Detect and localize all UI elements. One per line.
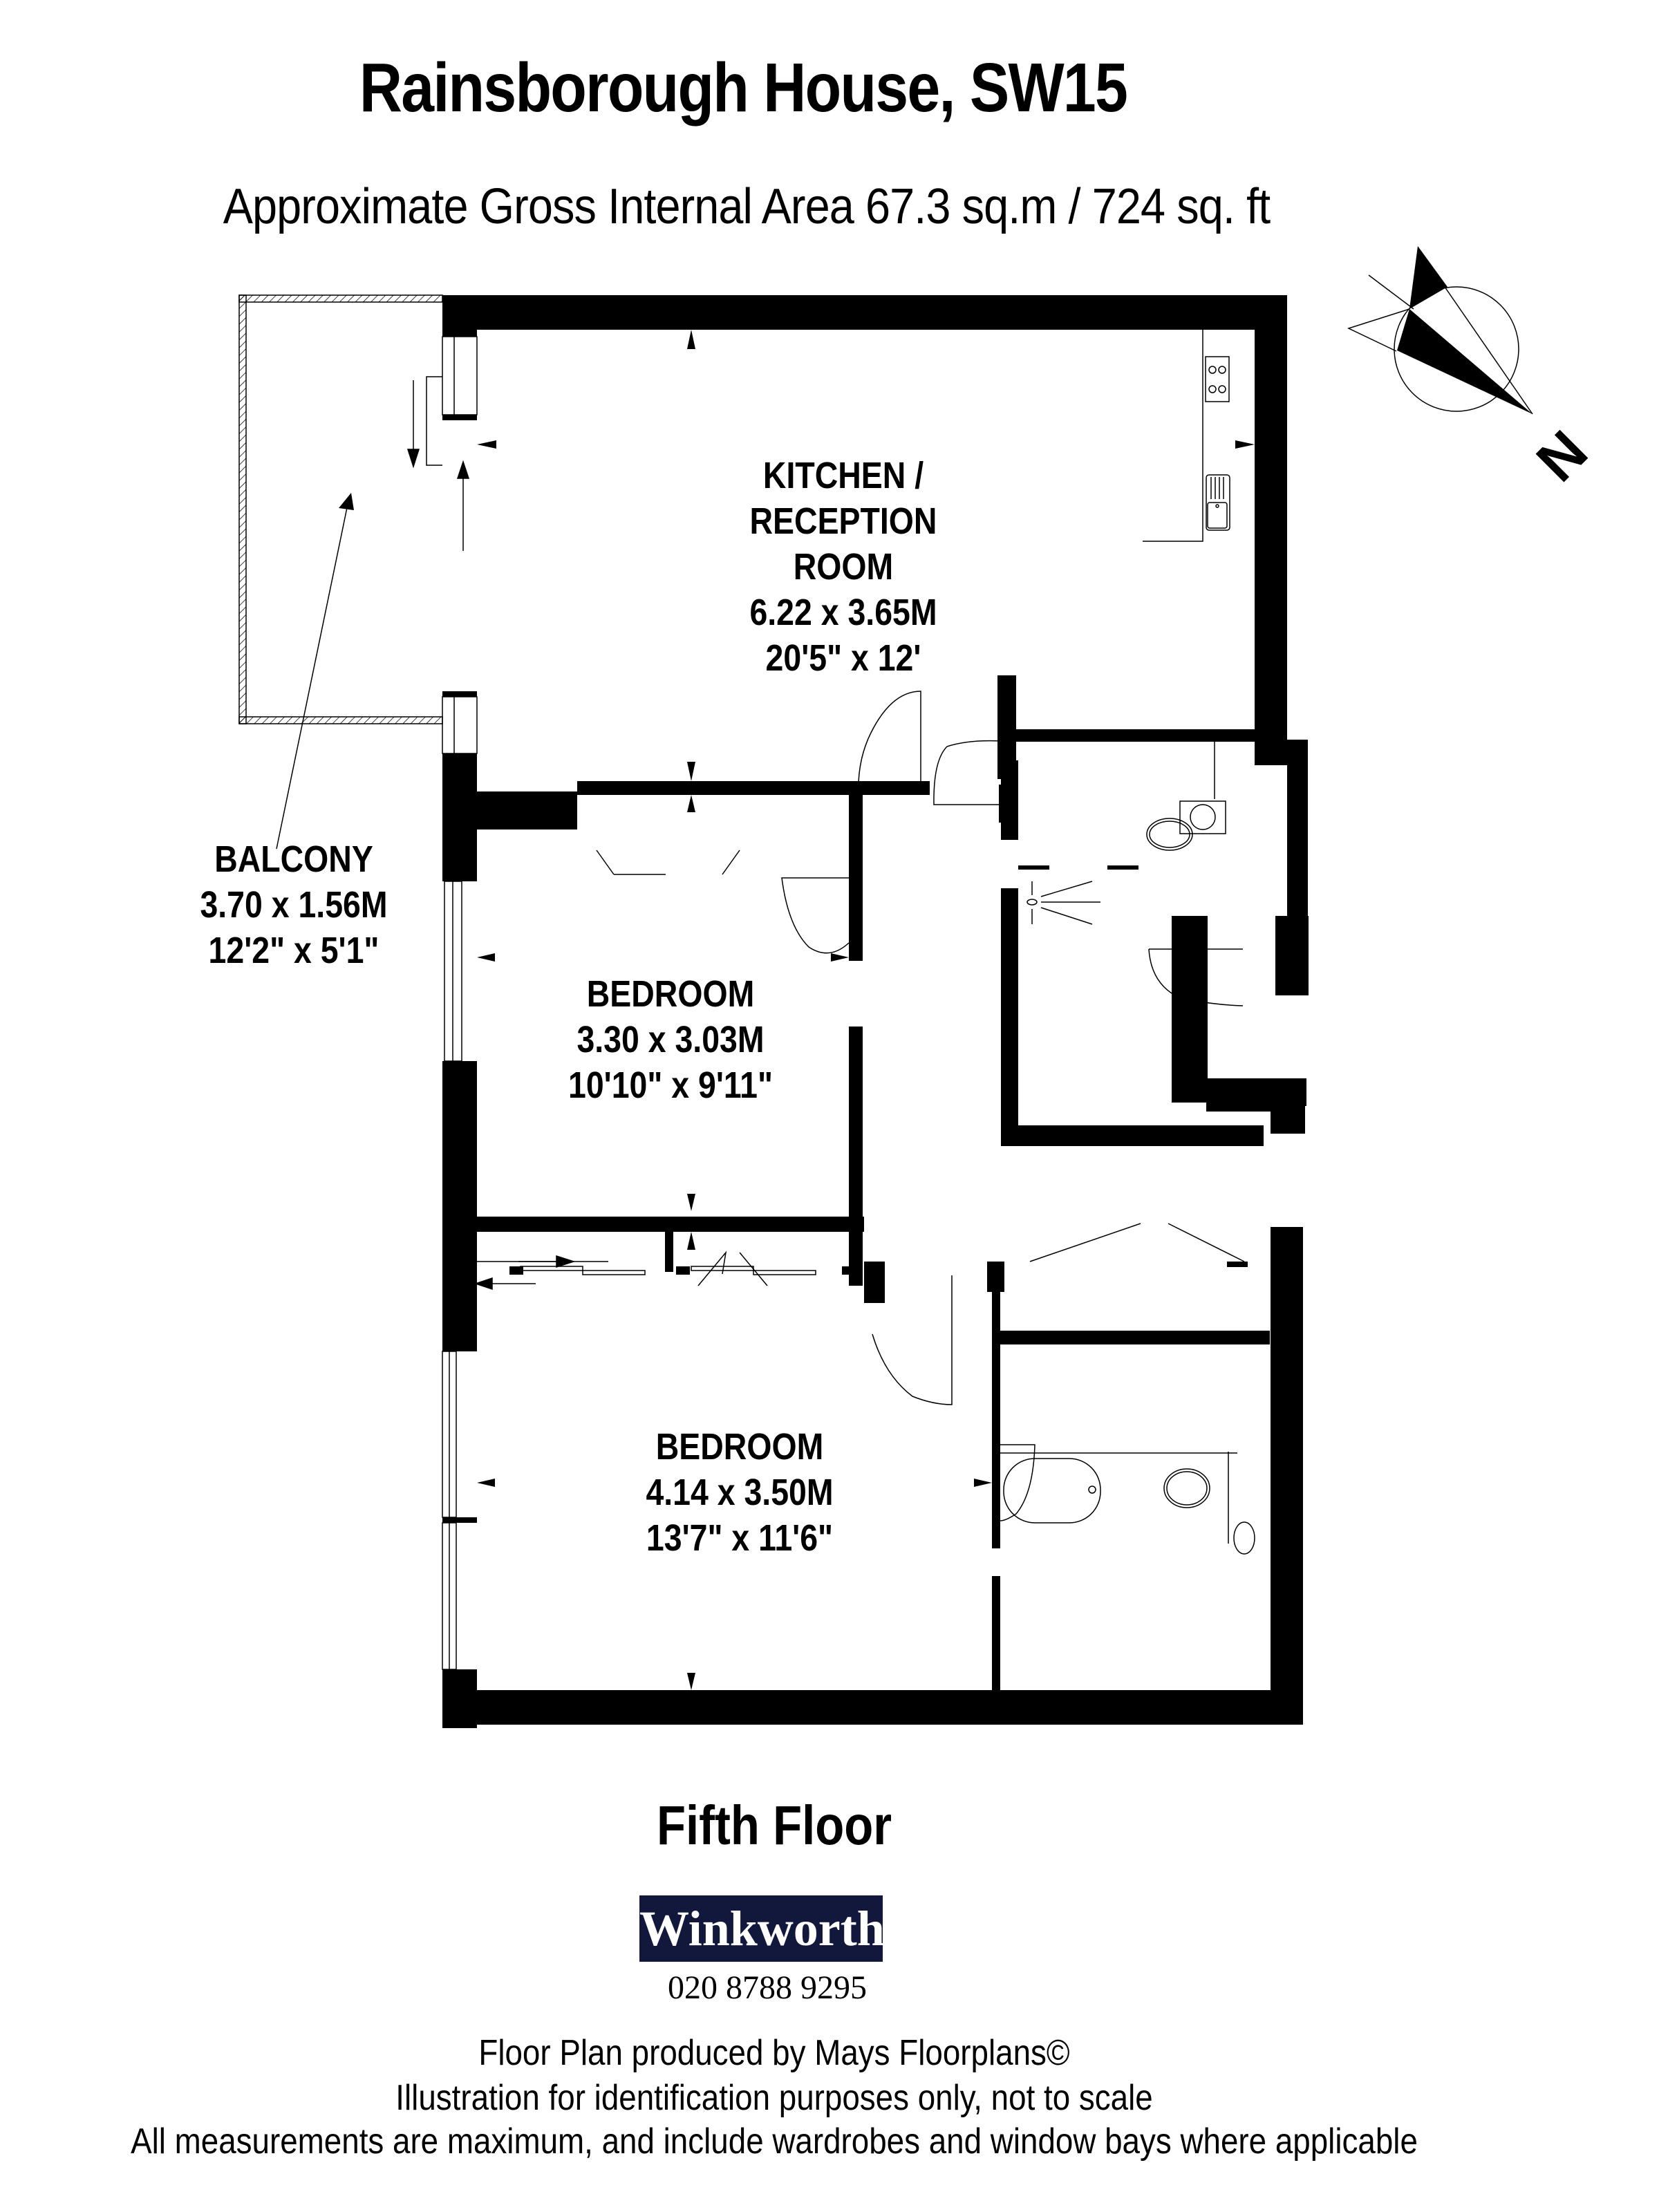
dimension-markers — [477, 330, 1255, 1690]
toilet-icon — [1146, 741, 1215, 851]
kitchen-worktop — [1143, 330, 1203, 542]
gross-internal-area: Approximate Gross Internal Area 67.3 sq.… — [223, 179, 1271, 234]
windows — [442, 336, 478, 1670]
balcony-pointer-arrow-icon — [276, 493, 354, 850]
doors[interactable] — [781, 691, 1244, 1521]
room-label-balcony: BALCONY 3.70 x 1.56M 12'2" x 5'1" — [200, 838, 388, 971]
bathroom-door — [1000, 1444, 1035, 1521]
sliding-wardrobe-arrows — [442, 1255, 608, 1291]
room-label-kitchen-reception: KITCHEN / RECEPTION ROOM 6.22 x 3.65M 20… — [749, 455, 937, 679]
wardrobe-doors[interactable] — [520, 850, 1245, 1286]
entrance-door — [1148, 948, 1244, 1006]
balcony-sliding-door[interactable] — [406, 376, 470, 551]
bathroom-toilet-icon — [1163, 1452, 1229, 1544]
basin-icon — [1179, 800, 1226, 834]
interior-walls — [477, 675, 1270, 1700]
room-label-bedroom-1: BEDROOM 3.30 x 3.03M 10'10" x 9'11" — [568, 973, 773, 1106]
agent-logo: Winkworth — [639, 1895, 885, 1962]
shower-icon — [1027, 881, 1100, 925]
north-label: N — [1524, 418, 1600, 494]
shower-room-door — [933, 740, 1002, 805]
room-label-bedroom-2: BEDROOM 4.14 x 3.50M 13'7" x 11'6" — [646, 1426, 834, 1559]
kitchen-door — [858, 691, 921, 796]
kitchen-sink-icon — [1206, 474, 1230, 531]
bathtub-icon — [1000, 1452, 1237, 1524]
scale-disclaimer: Illustration for identification purposes… — [395, 2078, 1153, 2118]
measurement-disclaimer: All measurements are maximum, and includ… — [131, 2121, 1418, 2162]
bedroom2-door — [872, 1275, 953, 1405]
exterior-walls — [442, 295, 1309, 1728]
bedroom1-door — [781, 877, 850, 954]
agent-phone: 020 8788 9295 — [668, 1969, 867, 2006]
hob-icon — [1205, 356, 1230, 402]
bathroom-basin-icon — [1233, 1521, 1255, 1555]
north-arrow-icon — [1347, 246, 1533, 415]
balcony-outline — [238, 294, 443, 724]
producer-credit: Floor Plan produced by Mays Floorplans© — [478, 2033, 1070, 2073]
floor-name: Fifth Floor — [656, 1794, 892, 1856]
property-title: Rainsborough House, SW15 — [359, 49, 1128, 126]
